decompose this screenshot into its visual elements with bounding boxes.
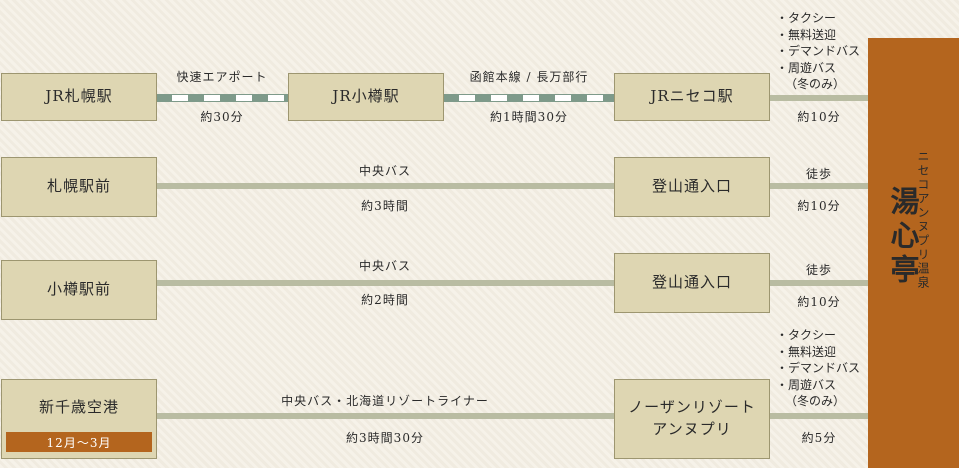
stop-tozan-label-1: 登山通入口 xyxy=(651,177,732,196)
origin-otaru-ekimae: 小樽駅前 xyxy=(1,260,157,320)
transfer-options-list-1: ・タクシー ・無料送迎 ・デマンドバス ・周遊バス （冬のみ） xyxy=(776,10,860,93)
last-leg-time-1: 約10分 xyxy=(797,110,841,124)
leg1-time-label: 約30分 xyxy=(200,110,244,124)
origin-sapporo-ekimae: 札幌駅前 xyxy=(1,157,157,217)
option-free-shuttle: ・無料送迎 xyxy=(776,27,837,42)
destination-area-label: ニセコアンヌプリ温泉 xyxy=(916,150,930,290)
origin-jr-sapporo-label: JR札幌駅 xyxy=(45,87,113,106)
bus-line-chitose xyxy=(156,413,614,419)
origin-new-chitose-label: 新千歳空港 xyxy=(38,398,119,416)
option-winter-only: （冬のみ） xyxy=(785,77,846,91)
leg1-line-label: 快速エアポート xyxy=(176,70,268,84)
station-jr-otaru-label: JR小樽駅 xyxy=(332,87,400,106)
bus-line-label-3: 中央バス xyxy=(358,259,412,273)
option-loop-bus: ・周遊バス xyxy=(776,377,837,392)
option-free-shuttle: ・無料送迎 xyxy=(776,344,837,359)
stop-northern-label-1: ノーザンリゾート xyxy=(628,398,756,417)
station-jr-niseko-label: JRニセコ駅 xyxy=(650,87,734,106)
stop-tozan-iriguchi-2: 登山通入口 xyxy=(614,253,770,313)
walk-time-1: 約10分 xyxy=(797,199,841,213)
stop-northern-label-2: アンヌプリ xyxy=(652,420,732,438)
bus-line-label-2: 中央バス xyxy=(358,164,412,178)
walk-time-2: 約10分 xyxy=(797,295,841,309)
walk-label-2: 徒歩 xyxy=(805,263,833,277)
destination-panel xyxy=(868,38,959,468)
connector-northern-destination xyxy=(770,413,868,419)
leg2-time-label: 約1時間30分 xyxy=(490,110,568,124)
origin-sapporo-ekimae-label: 札幌駅前 xyxy=(46,177,111,196)
transfer-options-list-4: ・タクシー ・無料送迎 ・デマンドバス ・周遊バス （冬のみ） xyxy=(776,327,860,410)
station-jr-niseko: JRニセコ駅 xyxy=(614,73,770,121)
rail-line-otaru-niseko xyxy=(443,94,614,102)
stop-tozan-iriguchi-1: 登山通入口 xyxy=(614,157,770,217)
bus-line-otaru xyxy=(156,280,614,286)
rail-line-sapporo-otaru xyxy=(156,94,288,102)
leg2-line-label: 函館本線 / 長万部行 xyxy=(469,70,589,84)
bus-line-label-4: 中央バス・北海道リゾートライナー xyxy=(281,394,489,408)
origin-otaru-ekimae-label: 小樽駅前 xyxy=(46,280,111,299)
connector-tozan-destination-2 xyxy=(770,280,868,286)
option-taxi: ・タクシー xyxy=(776,328,837,342)
stop-tozan-label-2: 登山通入口 xyxy=(651,273,732,292)
connector-niseko-destination xyxy=(770,95,868,101)
connector-tozan-destination-1 xyxy=(770,183,868,189)
bus-time-label-2: 約3時間 xyxy=(361,199,409,213)
bus-line-sapporo xyxy=(156,183,614,189)
walk-label-1: 徒歩 xyxy=(805,167,833,181)
option-taxi: ・タクシー xyxy=(776,11,837,25)
option-demand-bus: ・デマンドバス xyxy=(776,361,861,375)
origin-jr-sapporo: JR札幌駅 xyxy=(1,73,157,121)
stop-northern-resort-annupuri: ノーザンリゾート アンヌプリ xyxy=(614,379,770,459)
bus-time-label-4: 約3時間30分 xyxy=(346,431,424,445)
season-badge: 12月～3月 xyxy=(6,432,152,452)
last-leg-time-4: 約5分 xyxy=(801,431,837,445)
bus-time-label-3: 約2時間 xyxy=(361,293,409,307)
destination-name: 湯心亭 xyxy=(886,186,920,288)
option-winter-only: （冬のみ） xyxy=(785,394,846,408)
option-demand-bus: ・デマンドバス xyxy=(776,44,861,58)
station-jr-otaru: JR小樽駅 xyxy=(288,73,444,121)
option-loop-bus: ・周遊バス xyxy=(776,60,837,75)
